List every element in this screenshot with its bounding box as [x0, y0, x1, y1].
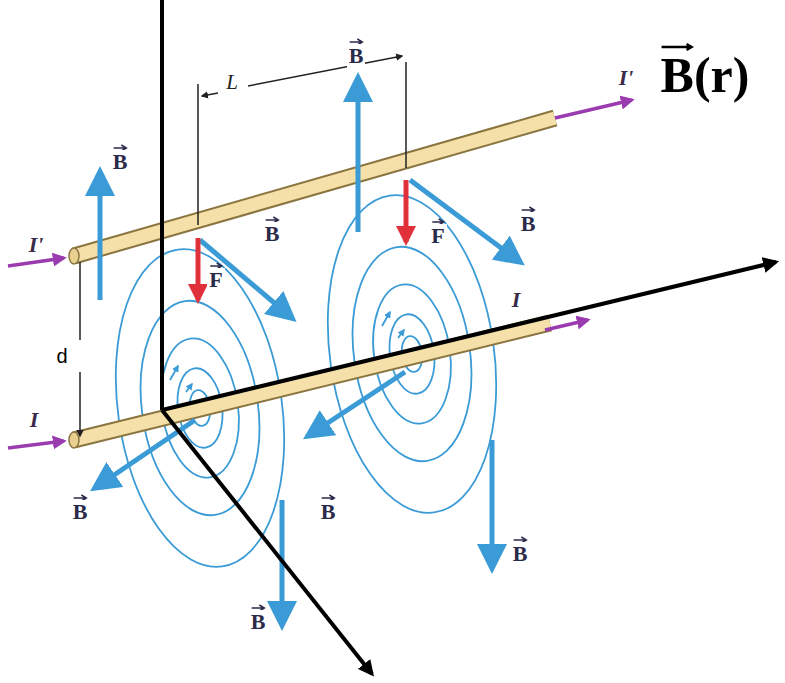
field-label: B	[319, 500, 338, 524]
current-label: I	[510, 288, 523, 312]
current-label: I'	[617, 66, 636, 90]
field-label: B	[249, 610, 268, 634]
field-symbol: B(r)	[659, 49, 752, 101]
length-dimension	[198, 56, 406, 225]
separation-label: d	[54, 345, 69, 367]
field-label: B	[111, 150, 130, 174]
current-label: I	[28, 408, 41, 432]
field-vectors	[95, 78, 520, 625]
force-label: F	[429, 224, 446, 248]
length-label: L	[224, 71, 240, 94]
coordinate-axes	[162, 0, 776, 674]
separation-dimension	[79, 262, 81, 436]
force-label: F	[207, 268, 224, 292]
current-label: I'	[27, 233, 46, 257]
force-vectors	[198, 180, 406, 300]
field-label: B	[263, 222, 282, 246]
field-label: B	[519, 212, 538, 236]
bottom-wire	[8, 320, 588, 448]
field-label: B	[347, 44, 366, 68]
field-label: B	[511, 542, 530, 566]
field-label: B	[71, 500, 90, 524]
